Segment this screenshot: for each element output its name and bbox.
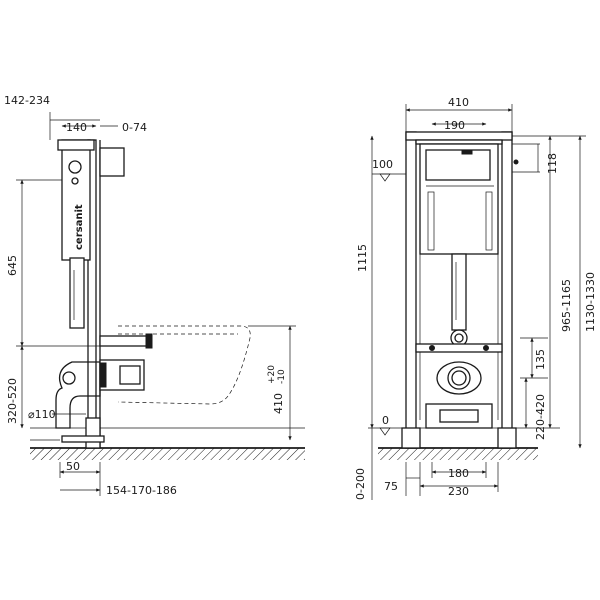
front-down-pipe <box>451 253 467 331</box>
dim-1115: 1115 <box>356 244 369 272</box>
side-cistern-top <box>57 139 95 151</box>
side-brand-text: cersanit <box>74 204 85 250</box>
front-floor-hatch <box>378 448 538 460</box>
dim-135: 135 <box>534 349 547 370</box>
dim-bowl-tol-minus: -10 <box>277 369 287 384</box>
dim-0-200: 0-200 <box>354 468 367 500</box>
side-connector-seal <box>99 362 107 388</box>
dim-645: 645 <box>6 255 19 276</box>
side-supply-pipe <box>99 335 151 347</box>
dim-depth-range: 154-170-186 <box>106 484 177 497</box>
front-frame-top <box>405 131 513 141</box>
dim-1130-1330: 1130-1330 <box>584 272 597 332</box>
front-foot-right <box>497 427 517 449</box>
dim-top-range: 142-234 <box>4 94 50 107</box>
zero-level-marker <box>379 427 391 436</box>
front-cistern-rib-left <box>427 191 435 251</box>
dim-level-100: 100 <box>372 158 393 171</box>
front-drain-inner <box>451 370 467 386</box>
dim-320-520: 320-520 <box>6 378 19 424</box>
front-flush-opening <box>425 149 491 181</box>
side-flush-panel <box>99 147 125 177</box>
level-100-marker <box>379 173 391 182</box>
side-view: cersanit 142-234 140 0-74 <box>4 94 305 497</box>
front-cistern-rib-right <box>485 191 493 251</box>
dim-pipe-dia: ⌀110 <box>28 408 56 421</box>
dim-foot-width: 50 <box>66 460 80 473</box>
front-bolt-left <box>429 345 435 351</box>
side-foot <box>85 417 101 449</box>
dim-foot-75: 75 <box>384 480 398 493</box>
side-cistern-valve-small <box>71 177 79 185</box>
front-bolt-rail <box>415 343 503 353</box>
front-side-valve <box>513 159 519 165</box>
dim-220-420: 220-420 <box>534 394 547 440</box>
side-drain-elbow <box>55 361 101 429</box>
front-flush-mark <box>461 149 473 155</box>
dim-zero-level: 0 <box>382 414 389 427</box>
front-supply-outlet-inner <box>454 333 464 343</box>
front-lower-bracket-inner <box>439 409 479 423</box>
side-toilet-bowl <box>117 325 251 405</box>
front-drain-outer <box>436 361 482 395</box>
dim-118: 118 <box>546 153 559 174</box>
dim-965-1165: 965-1165 <box>560 279 573 332</box>
side-down-pipe <box>69 257 85 329</box>
side-supply-cap <box>145 333 153 349</box>
front-bolt-right <box>483 345 489 351</box>
dim-frame-depth: 140 <box>66 121 87 134</box>
dim-bowl-tol-plus: +20 <box>267 365 277 384</box>
dim-offset: 0-74 <box>122 121 147 134</box>
front-view: 410 190 100 118 1115 965-1165 1130-1330 … <box>354 96 597 500</box>
dim-width-total: 410 <box>448 96 469 109</box>
dim-bowl-height: 410 <box>272 393 285 414</box>
side-connector-end <box>119 365 141 385</box>
dim-bolt-180: 180 <box>448 467 469 480</box>
side-foot-base <box>61 435 105 443</box>
side-drain-circle <box>62 371 76 385</box>
front-frame-left-post <box>405 131 417 449</box>
front-drain-mid <box>447 366 471 390</box>
side-cistern-valve <box>68 160 82 174</box>
front-frame-right-post <box>501 131 513 449</box>
side-floor-hatch <box>30 448 305 460</box>
front-foot-left <box>401 427 421 449</box>
dim-bolt-230: 230 <box>448 485 469 498</box>
dim-width-inner: 190 <box>444 119 465 132</box>
